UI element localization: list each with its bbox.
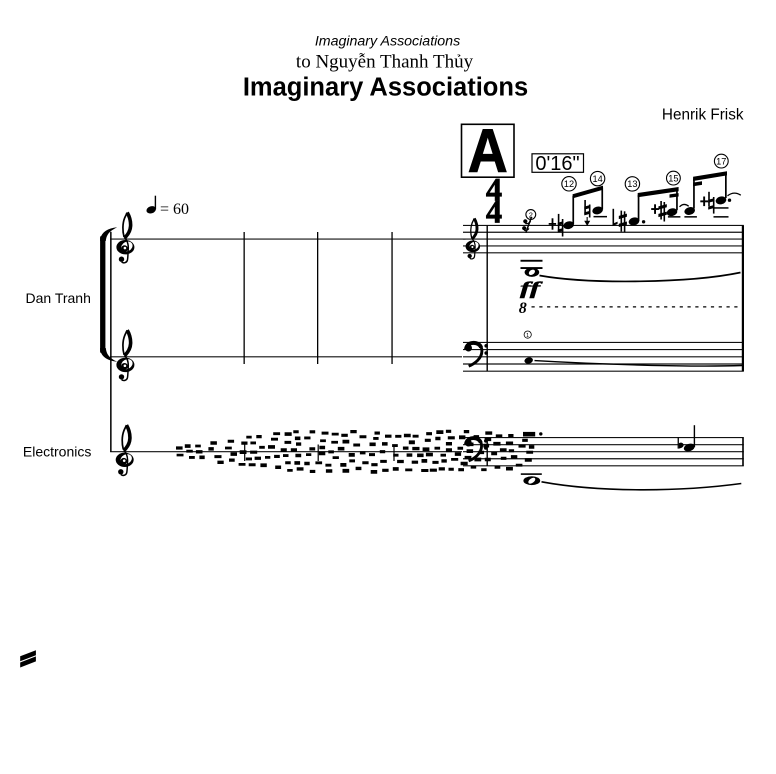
svg-text:8: 8: [519, 300, 527, 317]
svg-text:2: 2: [529, 210, 533, 219]
svg-text:1: 1: [526, 333, 529, 339]
svg-text:ff: ff: [520, 277, 543, 298]
svg-text:Dan Tranh: Dan Tranh: [26, 290, 91, 306]
svg-text:12: 12: [564, 179, 574, 189]
svg-text:14: 14: [592, 174, 602, 184]
svg-text:17: 17: [716, 156, 726, 166]
svg-text:4: 4: [486, 195, 502, 231]
svg-text:Electronics: Electronics: [23, 443, 91, 459]
svg-text:to Nguyễn Thanh Thủy: to Nguyễn Thanh Thủy: [296, 52, 474, 73]
svg-text:0'16": 0'16": [535, 153, 579, 175]
svg-text:A: A: [468, 117, 508, 185]
svg-text:= 60: = 60: [160, 201, 189, 218]
svg-text:Imaginary Associations: Imaginary Associations: [243, 74, 528, 102]
svg-text:15: 15: [668, 173, 678, 183]
svg-text:13: 13: [627, 179, 637, 189]
svg-text:4: 4: [486, 172, 502, 208]
svg-text:Imaginary Associations: Imaginary Associations: [315, 34, 460, 50]
svg-text:Henrik Frisk: Henrik Frisk: [662, 107, 744, 124]
